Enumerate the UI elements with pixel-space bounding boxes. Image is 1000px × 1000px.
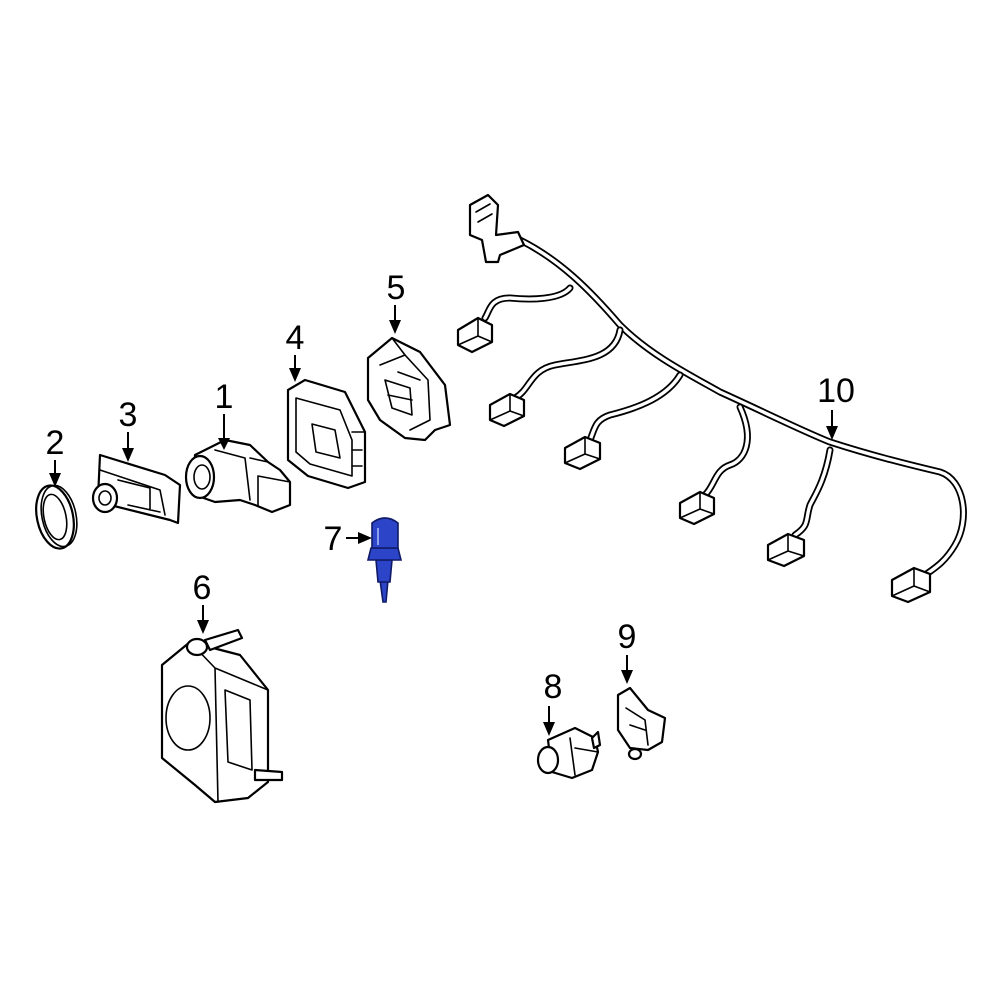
part-8-sensor[interactable] [536, 726, 602, 780]
wiring-harness[interactable] [456, 193, 967, 604]
harness-top-connector [468, 193, 526, 264]
callout-2: 2 [46, 424, 65, 462]
harness-connector-1 [456, 316, 494, 354]
callout-9: 9 [618, 618, 637, 656]
part-5-bracket[interactable] [366, 336, 452, 442]
callout-6: 6 [193, 569, 212, 607]
callout-arrows [49, 305, 838, 736]
part-4-module[interactable] [286, 378, 367, 490]
part-7-sensor-highlighted[interactable] [366, 517, 403, 603]
callout-5: 5 [387, 269, 406, 307]
part-2-ring[interactable] [31, 482, 82, 552]
harness-connector-6 [890, 566, 932, 604]
part-3-bracket[interactable] [91, 453, 182, 525]
callout-10: 10 [817, 372, 855, 410]
callout-8: 8 [544, 668, 563, 706]
callout-1: 1 [215, 378, 234, 416]
part-6-radar-sensor[interactable] [160, 628, 284, 804]
harness-connector-4 [678, 490, 716, 526]
harness-connector-5 [766, 532, 806, 568]
harness-connector-2 [488, 392, 526, 428]
callout-4: 4 [286, 319, 305, 357]
callout-7: 7 [324, 520, 343, 558]
callout-3: 3 [119, 396, 138, 434]
part-1-sensor[interactable] [184, 438, 292, 514]
harness-connector-3 [563, 435, 602, 471]
part-9-connector[interactable] [616, 686, 667, 761]
